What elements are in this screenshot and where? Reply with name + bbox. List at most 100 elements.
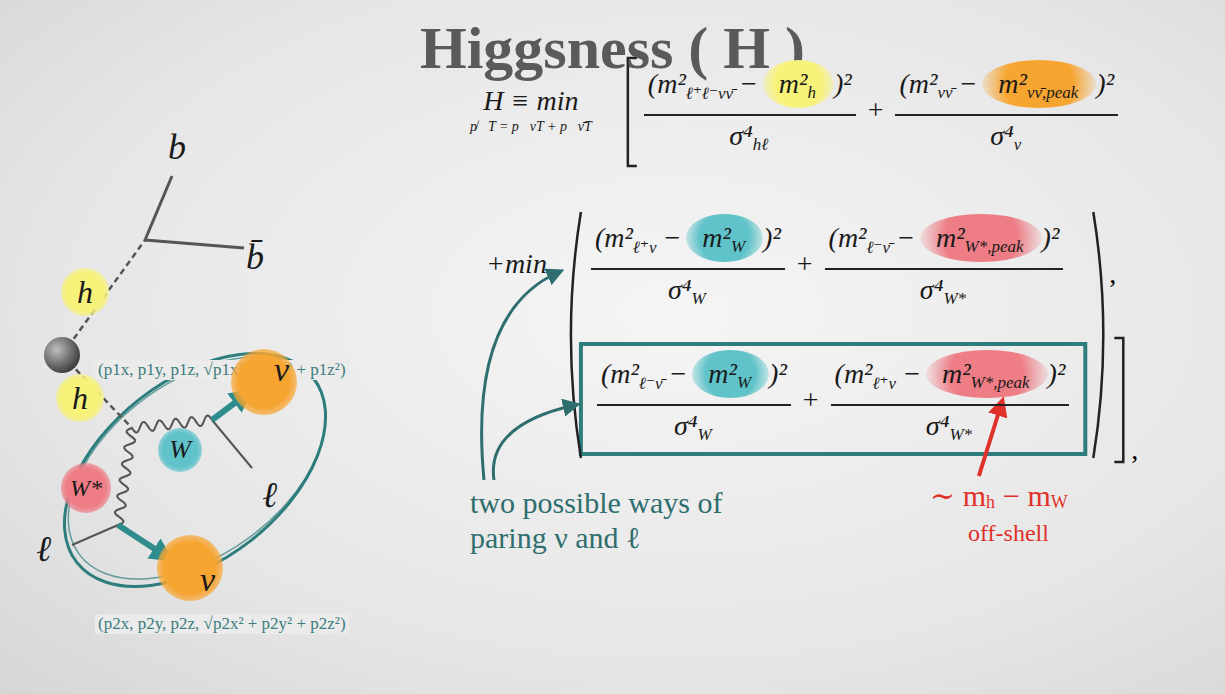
formula-text: + [803,384,819,416]
formula-text: (m² [899,68,937,100]
formula-text: )² [1048,358,1066,390]
offshell-arrow [979,404,1001,476]
particle-symbol: W* [70,475,102,502]
formula-subscript: ℓ⁺ν [633,237,657,258]
lepton-label: ℓ [36,528,51,570]
highlight-ellipse: m²W [692,350,769,398]
lepton-line [212,420,252,468]
mass-subscript: W*,peak [971,373,1030,393]
momentum-label: (p2x, p2y, p2z, √p2x² + p2y² + p2z²) [95,614,349,634]
formula-text: H ≡ min [483,85,578,117]
quark-label: b̄ [246,236,264,278]
annotation-text: ∼ m [930,478,986,513]
mass-subscript: W [737,373,751,393]
parenthesis [1093,212,1103,458]
mass-symbol: m² [702,222,731,254]
formula-subscript: ℓ⁺ℓ⁻νν̄ [686,83,733,104]
formula-text: − [741,68,757,100]
formula-text: )² [763,222,781,254]
particle-circle: ν [157,535,223,601]
formula-text: )² [1096,68,1114,100]
formula-subscript: ℓ⁺ν [873,373,897,394]
numerator: (m²ℓ⁺ν−m²W*,peak)² [831,350,1070,406]
formula-text: +min [486,248,547,280]
w-star-wavy-line [115,428,135,525]
fraction: (m²ℓ⁺ν−m²W)²σ⁴W [591,214,785,314]
highlight-ellipse: m²W*,peak [926,350,1048,398]
pairing-highlight-box [581,344,1085,454]
formula-row: (m²ℓ⁻ν̄−m²W)²σ⁴W+(m²ℓ⁺ν−m²W*,peak)²σ⁴W* [591,350,1075,450]
formula-text: σ⁴ [920,274,944,306]
formula-text: σ⁴ [674,410,698,442]
pointer-arrow [493,405,575,480]
formula-text: + [797,248,813,280]
bbar-line [145,240,244,248]
formula-text: , [1131,434,1138,466]
annotation-text: − m [1003,479,1051,513]
particle-symbol: ν [200,561,215,599]
note-container: two possible ways of paring ν and ℓ [470,486,800,555]
numerator: (m²ℓ⁺ν−m²W)² [591,214,785,270]
mass-symbol: m² [779,68,808,100]
denominator: σ⁴W* [926,406,974,450]
formula-text: σ⁴ [926,410,950,442]
parenthesis [571,212,581,458]
lepton-line [72,525,118,545]
highlight-ellipse: m²νν̄,peak [982,60,1096,108]
fraction: (m²ℓ⁺ν−m²W*,peak)²σ⁴W* [831,350,1070,450]
formula-text: (m² [595,222,633,254]
formula-text: − [670,358,686,390]
pointer-arrow [482,272,559,480]
particle-symbol: W [169,435,191,465]
mass-symbol: m² [942,358,971,390]
b-line [145,176,172,240]
denominator: σ⁴W* [920,270,968,314]
formula-subscript: ℓ⁻ν̄ [867,237,891,258]
formula-subscript: νν̄ [937,83,952,103]
formula-text: (m² [648,68,686,100]
highlight-ellipse: m²W [686,214,763,262]
formula-row: +min(m²ℓ⁺ν−m²W)²σ⁴W+(m²ℓ⁻ν̄−m²W*,peak)²σ… [486,214,1069,314]
fraction: (m²ℓ⁻ν̄−m²W*,peak)²σ⁴W* [825,214,1064,314]
formula-text: (m² [601,358,639,390]
denominator: σ⁴ν [990,116,1023,160]
formula-subscript: W* [943,289,966,309]
formula-text: − [898,222,914,254]
denominator: σ⁴W [668,270,708,314]
formula-text: − [664,222,680,254]
formula-text: )² [834,68,852,100]
highlight-ellipse: m²h [763,60,834,108]
grouping-ellipse [21,307,368,634]
formula-text: − [904,358,920,390]
formula-text: − [960,68,976,100]
mass-subscript: νν̄,peak [1027,83,1078,103]
ellipse-group [21,307,368,634]
formula-text: σ⁴ [990,120,1014,152]
lepton-label: ℓ [262,474,277,516]
formula-subscript: hℓ [753,135,769,155]
numerator: (m²ℓ⁺ℓ⁻νν̄−m²h)² [644,60,856,116]
neutrino-arrow [118,525,164,555]
fraction: (m²ℓ⁻ν̄−m²W)²σ⁴W [597,350,791,450]
minimization-constraint: p̸⃗T = p⃗νT + p⃗ν̄T [470,119,592,135]
numerator: (m²ℓ⁻ν̄−m²W)² [597,350,791,406]
formula-subscript: W [692,289,706,309]
formula-row: H ≡ minp̸⃗T = p⃗νT + p⃗ν̄T(m²ℓ⁺ℓ⁻νν̄−m²h… [470,60,1124,160]
formula-text: (m² [835,358,873,390]
particle-circle: W [158,428,202,472]
particle-symbol: h [72,380,88,417]
higgs-dashed-line [62,240,145,355]
formula-subscript: W [698,425,712,445]
square-bracket [1114,338,1123,462]
mass-subscript: W [731,237,745,257]
mass-subscript: h [807,83,816,103]
formula-text: )² [1042,222,1060,254]
annotation-text: two possible ways of paring ν and ℓ [470,486,722,554]
formula-text: )² [769,358,787,390]
particle-circle: h [56,374,104,422]
annotation-subscript: W [1051,492,1068,513]
mass-subscript: W*,peak [965,237,1024,257]
denominator: σ⁴hℓ [729,116,770,160]
momentum-label: (p1x, p1y, p1z, √p1x² + p1y² + p1z²) [95,360,349,380]
quark-label: b [168,126,186,168]
